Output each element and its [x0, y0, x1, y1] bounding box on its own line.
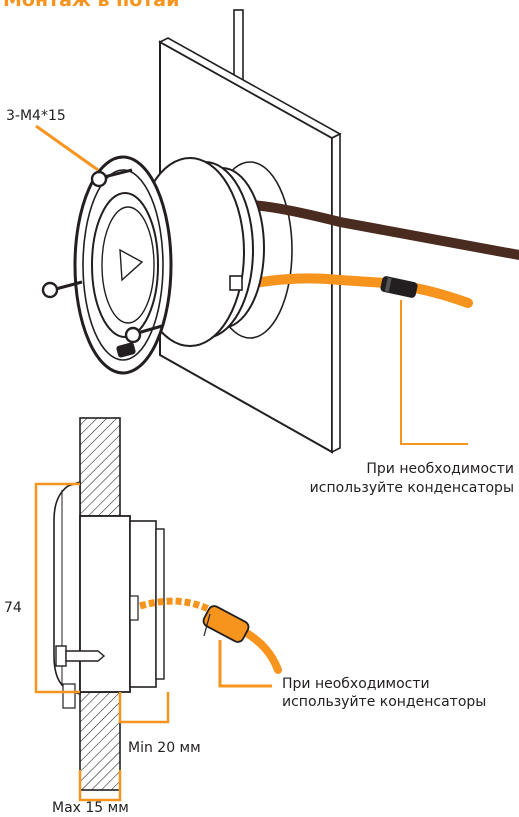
screw-bottom	[124, 324, 163, 344]
screw-left	[41, 280, 83, 299]
capacitor-leader-side	[218, 640, 272, 688]
camera-logo-badge	[116, 342, 136, 358]
top-illustration: 3-M4*15 При необходимости используйте ко…	[6, 9, 519, 496]
page-title: Монтаж в потай	[3, 0, 179, 11]
capacitor-note-top-line2: используйте конденсаторы	[310, 480, 514, 496]
orange-cable	[231, 273, 473, 308]
camera-housing	[73, 155, 265, 375]
max-wall-dimension	[78, 770, 122, 802]
orange-cable-side	[139, 597, 227, 621]
screw-side	[55, 645, 106, 667]
capacitor-side	[202, 605, 250, 643]
capacitor-top	[380, 276, 418, 298]
wall-panel-side	[331, 132, 341, 454]
screw-top	[90, 168, 133, 188]
capacitor-leader-top	[400, 300, 468, 445]
wall-section-lower	[79, 691, 121, 791]
max-wall-label: Max 15 мм	[52, 800, 129, 816]
height-dimension	[34, 482, 80, 694]
cable-clip	[229, 275, 243, 291]
capacitor-note-side-line1: При необходимости	[282, 676, 430, 692]
min-depth-dimension	[118, 692, 170, 724]
wall-section-upper	[79, 417, 121, 517]
side-view: 74 Min 20 мм Max 15 мм При необходимости…	[4, 417, 486, 816]
camera-body-side	[79, 515, 131, 693]
screw-label: 3-M4*15	[6, 108, 66, 124]
height-label: 74	[4, 600, 22, 616]
capacitor-note-side-line2: используйте конденсаторы	[282, 694, 486, 710]
screw-leader-line	[35, 124, 99, 172]
min-depth-label: Min 20 мм	[128, 740, 201, 756]
capacitor-note-top-line1: При необходимости	[366, 461, 514, 477]
